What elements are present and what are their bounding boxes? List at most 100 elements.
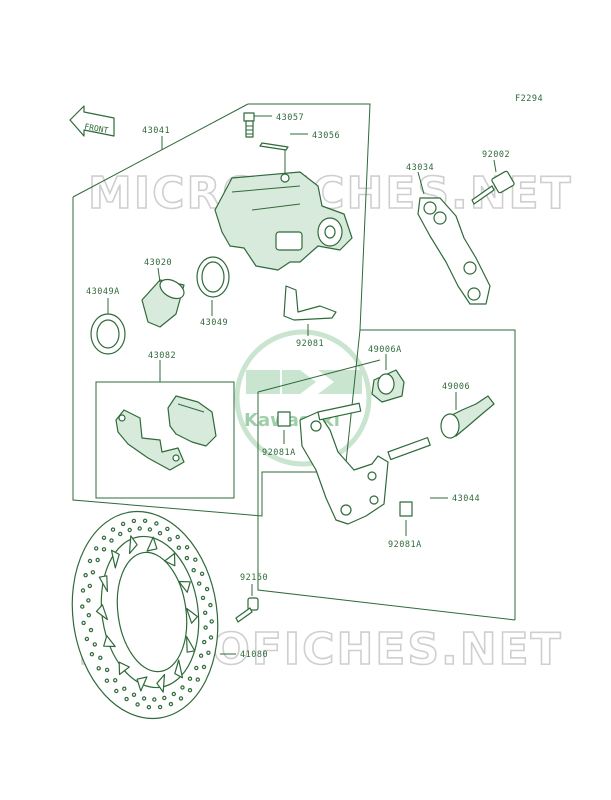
disc-slot: [156, 673, 166, 693]
part-label-92081a-upper[interactable]: 92081A: [262, 448, 296, 458]
part-label-92150[interactable]: 92150: [240, 573, 268, 583]
disc-slot: [110, 549, 120, 569]
disc-slot: [95, 604, 109, 621]
disc-hole: [131, 692, 137, 698]
bolt-92002: [471, 170, 515, 205]
disc-hole: [84, 636, 90, 642]
disc-hole: [80, 588, 86, 593]
disc-hole: [89, 652, 95, 657]
disc-hole: [86, 598, 91, 603]
disc-hole: [187, 676, 193, 681]
disc-hole: [168, 701, 174, 707]
disc-slots: [95, 535, 199, 693]
disc-hole: [81, 620, 86, 626]
part-label-43044[interactable]: 43044: [452, 494, 480, 504]
front-arrow-icon: FRONT: [69, 105, 115, 137]
disc-hole: [204, 586, 210, 592]
disc-hole: [131, 518, 137, 524]
disc-hole: [206, 650, 211, 656]
disc-slot: [103, 635, 116, 648]
disc-hole: [141, 696, 147, 701]
piston: [141, 278, 185, 328]
disc-slot: [98, 575, 109, 593]
part-labels: 43057 43056 43041 43034 92002 43020 4304…: [86, 113, 510, 660]
part-label-49006[interactable]: 49006: [442, 382, 470, 392]
disc-hole: [109, 538, 114, 543]
disc-hole: [191, 568, 196, 573]
disc-hole: [196, 581, 202, 586]
dust-seal: [90, 313, 126, 355]
kawasaki-logo: Kawasaki: [234, 329, 372, 467]
disc-hole: [88, 627, 94, 633]
disc-hole: [201, 664, 207, 670]
disc-slot: [186, 607, 199, 624]
disc-hole: [184, 555, 190, 561]
part-label-43049a[interactable]: 43049A: [86, 287, 120, 297]
part-label-43082[interactable]: 43082: [148, 351, 176, 361]
disc-hole: [175, 534, 180, 540]
disc-slot: [186, 635, 196, 653]
disc-hole: [101, 535, 107, 541]
disc-slot: [164, 552, 176, 567]
disc-hole: [92, 642, 98, 647]
disc-hole: [152, 697, 157, 702]
disc-hole: [201, 639, 207, 645]
disc-hole: [122, 686, 127, 691]
disc-slot: [136, 676, 148, 692]
disc-hole: [142, 518, 148, 524]
disc-hole: [178, 696, 184, 701]
disc-hole: [199, 571, 205, 577]
disc-hole: [104, 667, 110, 673]
disc-hole: [167, 537, 172, 542]
disc-bolt: [235, 597, 259, 623]
disc-hole: [93, 546, 99, 551]
disc-hole: [203, 625, 208, 630]
part-label-43041[interactable]: 43041: [142, 126, 170, 136]
bracket-assembly-boundary: [257, 392, 516, 621]
disc-hole: [83, 573, 88, 578]
bleed-valve: [243, 112, 255, 138]
part-label-43034[interactable]: 43034: [406, 163, 434, 173]
part-label-43057[interactable]: 43057: [276, 113, 304, 123]
disc-hole: [101, 547, 107, 552]
disc-hole: [198, 653, 204, 658]
figure-code: F2294: [515, 94, 543, 104]
disc-hole: [135, 702, 140, 707]
part-label-43020[interactable]: 43020: [144, 258, 172, 268]
part-label-92081[interactable]: 92081: [296, 339, 324, 349]
boot-49006a: [371, 369, 405, 403]
caliper-assembly-boundary: [72, 197, 516, 620]
boot-49006: [440, 395, 495, 439]
bracket-pin-lower: [387, 437, 431, 461]
part-label-43056[interactable]: 43056: [312, 131, 340, 141]
disc-hole: [202, 610, 208, 616]
disc-hole: [171, 691, 176, 697]
disc-hole: [165, 526, 170, 532]
disc-hole: [162, 695, 167, 701]
torque-link: [417, 197, 491, 305]
brake-disc: [71, 510, 219, 720]
disc-hole: [114, 688, 119, 694]
part-label-41080[interactable]: 41080: [240, 650, 268, 660]
part-label-43049[interactable]: 43049: [200, 318, 228, 328]
disc-hole: [98, 655, 103, 661]
disc-hole: [200, 595, 206, 601]
part-label-92081a-lower[interactable]: 92081A: [388, 540, 422, 550]
disc-hole: [208, 635, 214, 640]
disc-hole: [208, 602, 213, 608]
disc-hole: [112, 678, 118, 683]
disc-hole: [87, 558, 93, 564]
part-label-49006a[interactable]: 49006A: [368, 345, 402, 355]
caliper-body: [214, 171, 353, 271]
part-label-92002[interactable]: 92002: [482, 150, 510, 160]
anti-rattle-spring: [283, 285, 337, 321]
disc-hole: [95, 557, 100, 563]
disc-hole: [154, 521, 159, 526]
clip-92081a-upper: [277, 411, 291, 427]
leader-lines: [107, 115, 497, 655]
disc-slot: [174, 659, 184, 679]
disc-hole: [176, 545, 181, 550]
disc-slot: [128, 535, 138, 555]
disc-hole: [87, 583, 93, 589]
